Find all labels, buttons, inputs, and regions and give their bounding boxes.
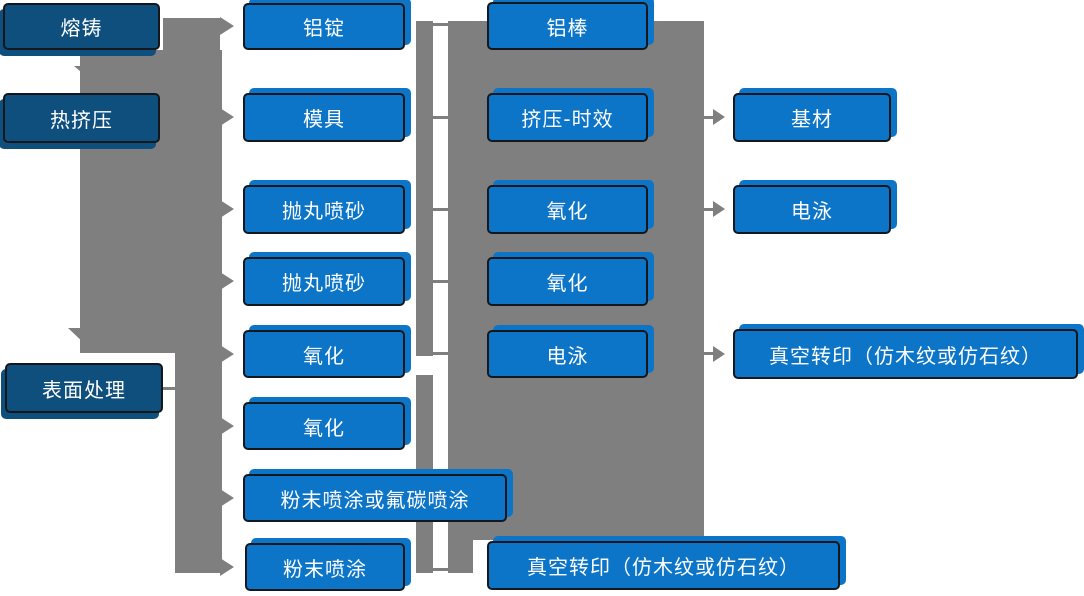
- right-arrow-icon-powder-coating: [220, 558, 234, 576]
- node-electrophoresis-2: 电泳: [733, 185, 891, 234]
- connector-line-row5: [432, 352, 449, 355]
- node-surface-treatment: 表面处理: [5, 363, 163, 413]
- node-oxidation-2: 氧化: [243, 402, 405, 450]
- connector-middle-bar-upper: [416, 21, 433, 356]
- node-melt: 熔铸: [3, 3, 160, 50]
- node-oxidation-3: 氧化: [487, 185, 648, 234]
- arrow-stem-vacuum-transfer: [704, 352, 715, 355]
- connector-line-bottom: [432, 568, 449, 571]
- right-arrow-icon-shot-blast-1: [220, 200, 234, 218]
- node-hot-extrusion: 热挤压: [3, 93, 160, 143]
- connector-line-row1: [432, 23, 449, 26]
- connector-left-band-top: [163, 18, 220, 52]
- connector-line-row3: [432, 208, 449, 211]
- down-arrow-icon-surface-treatment: [68, 328, 104, 345]
- right-arrow-icon-oxidation-2: [220, 417, 234, 435]
- node-mold: 模具: [243, 93, 405, 142]
- node-shot-blast-1: 抛丸喷砂: [243, 185, 405, 234]
- right-arrow-icon-mold: [220, 108, 234, 126]
- right-arrow-icon-shot-blast-2: [220, 272, 234, 290]
- node-base-material: 基材: [733, 93, 891, 142]
- node-vacuum-transfer-right: 真空转印（仿木纹或仿石纹）: [733, 329, 1078, 379]
- connector-line-row2: [432, 116, 449, 119]
- node-powder-or-fluorocarbon: 粉末喷涂或氟碳喷涂: [243, 474, 507, 522]
- right-arrow-icon-powder-or-fluorocarbon: [220, 489, 234, 507]
- node-vacuum-transfer-bottom: 真空转印（仿木纹或仿石纹）: [487, 541, 840, 590]
- node-oxidation-4: 氧化: [487, 257, 648, 306]
- right-arrow-icon-base-material: [713, 109, 725, 125]
- node-extrusion-aging: 挤压-时效: [487, 93, 648, 142]
- node-oxidation-1: 氧化: [243, 330, 405, 378]
- arrow-stem-base-material: [704, 116, 715, 119]
- node-powder-coating: 粉末喷涂: [245, 543, 405, 591]
- node-rod: 铝棒: [487, 2, 648, 50]
- node-electrophoresis-1: 电泳: [487, 330, 648, 378]
- connector-left-band-lower: [175, 353, 222, 573]
- connector-line-surface-treatment: [163, 387, 176, 390]
- connector-line-row4: [432, 280, 449, 283]
- right-arrow-icon-electrophoresis-2: [713, 201, 725, 217]
- node-ingot: 铝锭: [243, 3, 405, 50]
- node-shot-blast-2: 抛丸喷砂: [243, 257, 405, 306]
- down-arrow-icon-hot-extrusion: [74, 66, 114, 83]
- arrow-stem-electrophoresis: [704, 208, 715, 211]
- right-arrow-icon-oxidation-1: [220, 345, 234, 363]
- right-arrow-icon-ingot: [220, 17, 234, 35]
- right-arrow-icon-vacuum-transfer-right: [713, 346, 725, 362]
- connector-wide-band-foot: [448, 540, 473, 573]
